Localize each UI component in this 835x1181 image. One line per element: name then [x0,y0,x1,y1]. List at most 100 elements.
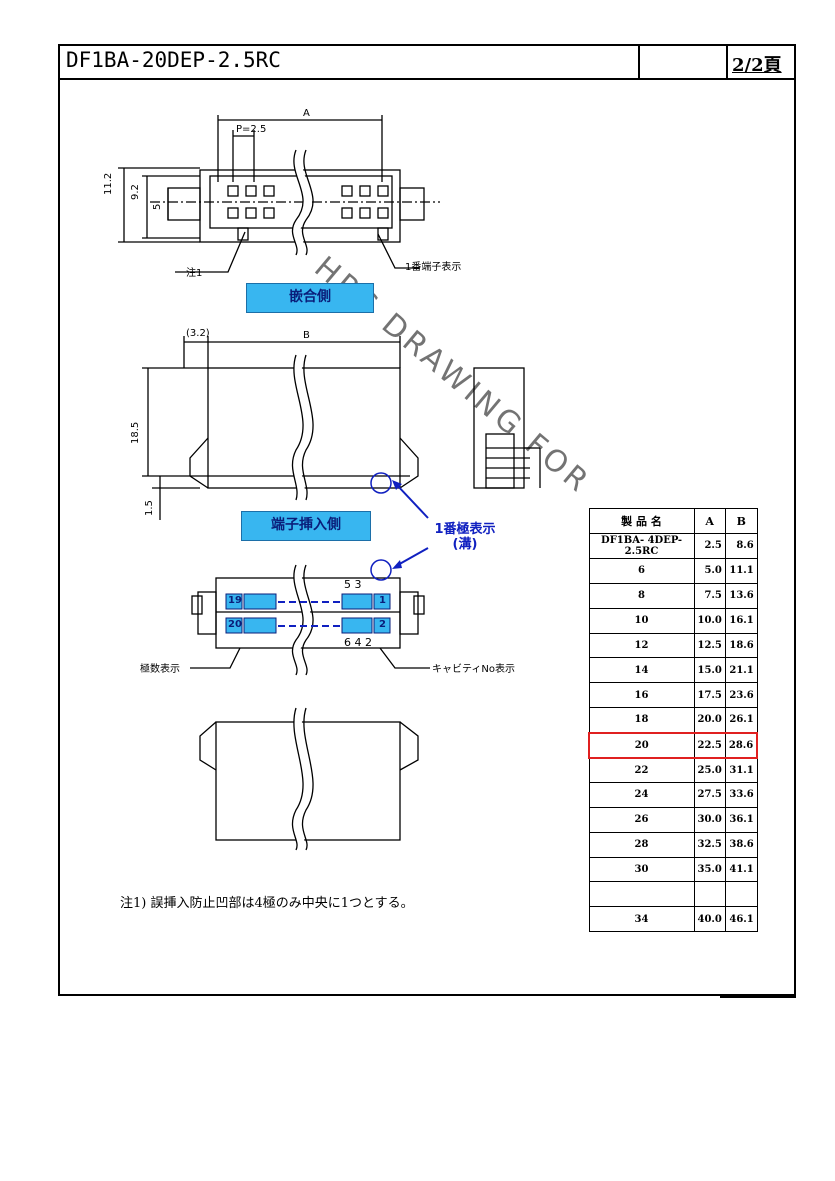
cell-product: 28 [588,831,695,858]
dim-a-label: A [303,108,310,119]
pin1-mark-text: 1番極表示 [434,522,496,537]
dim-5-label: 5 [152,203,163,210]
dim-b-label: B [303,330,310,341]
cell-a: 35.0 [693,856,726,883]
cell-a: 17.5 [693,682,726,709]
cell-a: 20.0 [693,707,726,734]
bottom-view-body [215,721,401,841]
cell-b: 41.1 [724,856,758,883]
title-block: DF1BA-20DEP-2.5RC 2/2頁 [60,46,794,80]
pole-count-label: 極数表示 [140,664,180,675]
drawing-frame: DF1BA-20DEP-2.5RC 2/2頁 [58,44,796,996]
frame-corner-bar [720,994,796,998]
cell-product: 26 [588,806,695,833]
cell-product: 14 [588,657,695,684]
dim-pitch-label: P=2.5 [236,124,267,135]
cell-a: 5.0 [693,557,726,584]
cavity-19: 19 [228,595,242,606]
cell-a: 7.5 [693,582,726,609]
cell-product: 8 [588,582,695,609]
cell-b: 28.6 [724,731,759,759]
cell-product: 6 [588,557,695,584]
cell-b: 13.6 [724,582,758,609]
cell-product: 22 [588,757,695,783]
dim-9-2-label: 9.2 [130,184,141,200]
cell-b [724,881,758,908]
cell-b: 11.1 [724,557,758,584]
cell-a: 22.5 [693,731,726,759]
cell-b: 8.6 [724,533,758,559]
note1-label: 注1 [186,268,203,279]
cell-a [693,881,726,908]
header-a: A [693,508,726,534]
cell-b: 38.6 [724,831,758,858]
title-divider [638,46,640,78]
cell-product: 10 [588,607,695,634]
dim-18-5-label: 18.5 [130,421,141,444]
cavity-top-numbers: 5 3 [344,578,362,591]
cell-a: 25.0 [693,757,726,783]
mating-side-label: 嵌合側 [246,283,374,313]
header-b: B [724,508,758,534]
cell-a: 10.0 [693,607,726,634]
cell-product: DF1BA- 4DEP-2.5RC [588,533,695,559]
dim-11-2-label: 11.2 [103,172,114,195]
cell-product [588,881,695,908]
cell-product: 18 [588,707,695,734]
cell-a: 40.0 [693,906,726,933]
cell-b: 23.6 [724,682,758,709]
pin1-mark-label: 1番極表示 (溝) [420,522,510,552]
cavity-2: 2 [379,619,386,630]
cell-b: 46.1 [724,906,758,933]
table-row [588,881,758,908]
terminal-insertion-side-label: 端子挿入側 [241,511,371,541]
cell-b: 31.1 [724,757,758,783]
cavity-1: 1 [379,595,386,606]
cell-b: 16.1 [724,607,758,634]
cavity-20: 20 [228,619,242,630]
cell-product: 20 [588,731,695,759]
cell-b: 36.1 [724,806,758,833]
spec-table-header: 製 品 名 A B [588,508,758,534]
cavity-no-label: キャビティNo表示 [432,664,515,675]
cell-a: 32.5 [693,831,726,858]
cell-a: 2.5 [693,533,726,559]
cell-product: 12 [588,632,695,659]
cell-product: 30 [588,856,695,883]
cell-a: 15.0 [693,657,726,684]
title-divider [726,46,728,78]
cell-a: 12.5 [693,632,726,659]
cell-b: 21.1 [724,657,758,684]
dim-3-2-label: (3.2) [186,328,210,339]
cell-product: 24 [588,781,695,808]
cell-b: 26.1 [724,707,758,734]
drawing-title: DF1BA-20DEP-2.5RC [66,48,281,72]
pin1-mark-subtext: (溝) [452,537,478,552]
cavity-bottom-numbers: 6 4 2 [344,636,372,649]
cell-product: 34 [588,906,695,933]
cell-a: 27.5 [693,781,726,808]
page-number: 2/2頁 [732,55,782,76]
header-product-name: 製 品 名 [588,508,695,534]
cell-b: 18.6 [724,632,758,659]
dim-1-5-label: 1.5 [144,500,155,516]
cell-a: 30.0 [693,806,726,833]
pin1-terminal-label: 1番端子表示 [405,262,462,273]
